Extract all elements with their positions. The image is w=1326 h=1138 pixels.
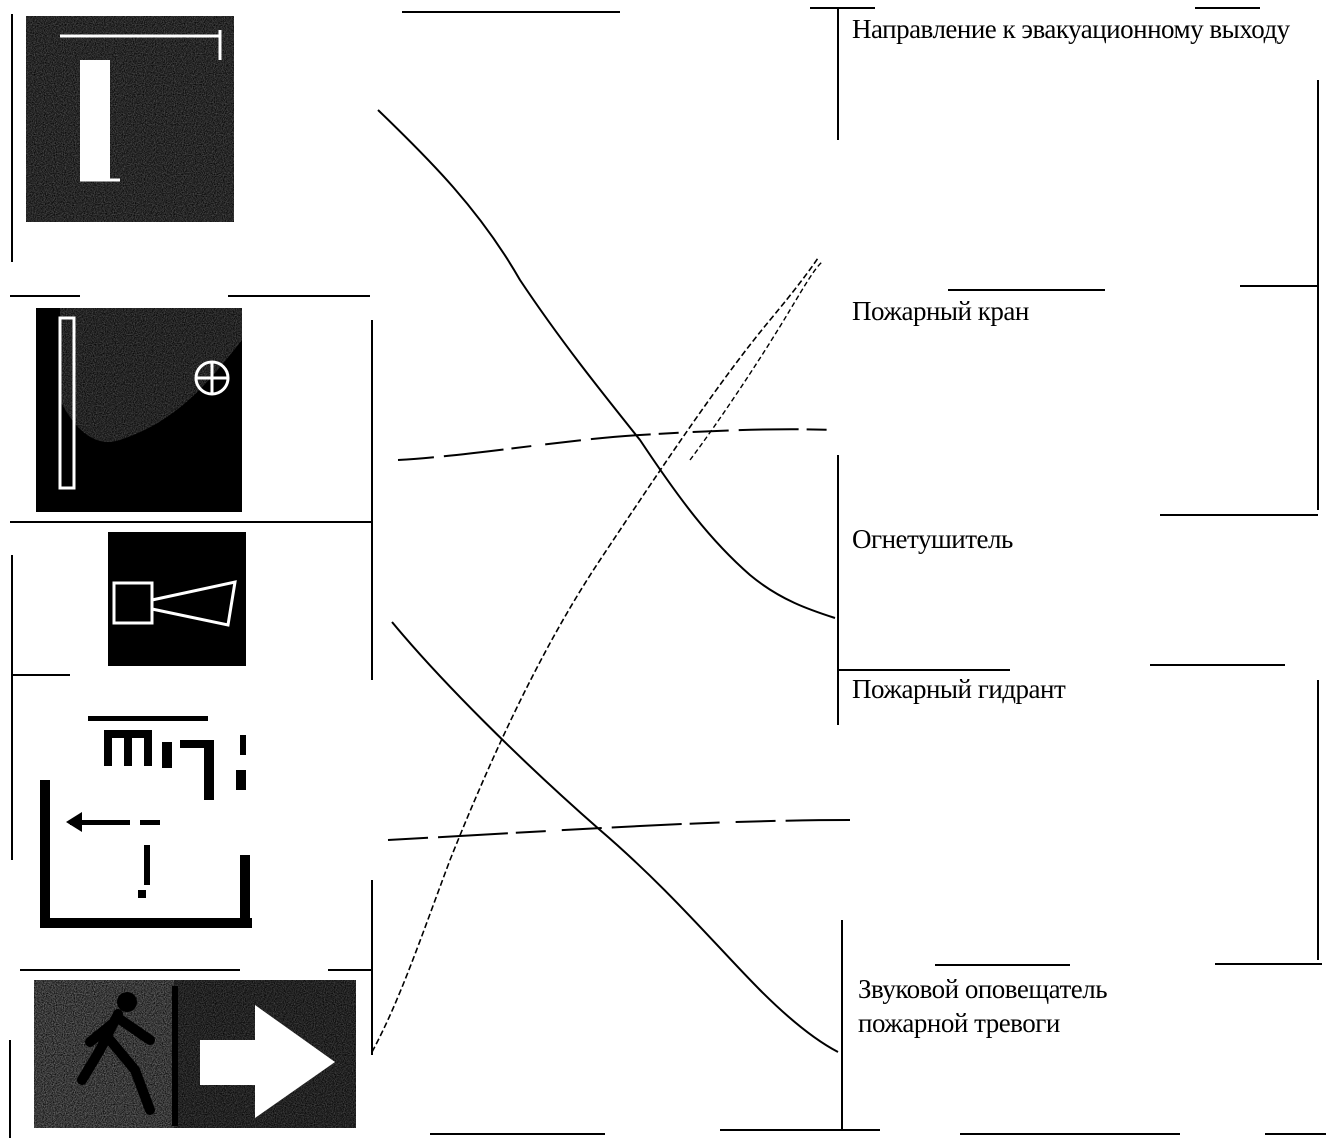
exit-sign	[34, 980, 356, 1128]
alarm-sign	[98, 530, 246, 666]
frame-lines	[9, 7, 1326, 1138]
match-line-hydrant	[387, 819, 851, 841]
siren-icon	[112, 580, 237, 627]
answer-lines	[371, 109, 851, 1053]
match-line-door	[377, 109, 836, 619]
running-man-exit-icon	[77, 986, 335, 1126]
hydrant-sign	[40, 716, 252, 928]
fire-cock-icon	[58, 316, 230, 490]
match-line-fire-cock	[397, 428, 836, 461]
fire-cock-sign	[36, 308, 242, 512]
label-alarm: Звуковой оповещатель пожарной тревоги	[858, 974, 1108, 1038]
match-line-alarm	[391, 621, 839, 1053]
door-sign	[26, 16, 234, 222]
hydrant-icon	[40, 716, 252, 928]
match-line-exit-retrace	[689, 261, 823, 461]
label-hydrant: Пожарный гидрант	[852, 674, 1066, 704]
label-fire-cock: Пожарный кран	[852, 296, 1029, 326]
door-icon	[60, 30, 222, 182]
match-line-exit	[371, 257, 819, 1053]
label-extinguisher: Огнетушитель	[852, 524, 1013, 554]
label-exit-direction: Направление к эвакуационному выходу	[852, 14, 1290, 44]
